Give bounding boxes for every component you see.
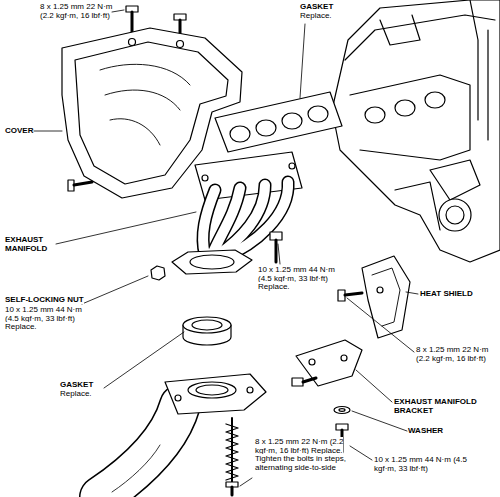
label-text: WASHER (408, 426, 443, 435)
label-text: 10 x 1.25 mm 44 N·m (4.5 kgf·m, 33 lbf·f… (374, 455, 467, 473)
label-text: 10 x 1.25 mm 44 N·m (4.5 kgf·m, 33 lbf·f… (5, 305, 82, 331)
part-name: HEAT SHIELD (420, 290, 496, 299)
label-text: 8 x 1.25 mm 22 N·m (2.2 kgf·m, 16 lbf·ft… (40, 2, 112, 20)
leader-lines (34, 10, 418, 486)
service-note: Replace. (300, 12, 360, 21)
label-text: EXHAUST MANIFOLD BRACKET (394, 397, 477, 415)
part-name: SELF-LOCKING NUT (5, 296, 95, 305)
label-text: GASKET (60, 380, 93, 389)
torque-spec: 8 x 1.25 mm 22 N·m (2.2 kgf·m, 16 lbf·ft… (255, 438, 367, 472)
heat-shield (338, 256, 410, 338)
label-text: HEAT SHIELD (420, 289, 473, 298)
service-note: Replace. (60, 390, 120, 399)
exhaust-pipe (100, 374, 266, 497)
label-text: Replace. (60, 389, 92, 398)
label-text: EXHAUST MANIFOLD (5, 235, 47, 253)
label-text: Replace. (300, 11, 332, 20)
pipe-gasket (183, 317, 231, 345)
manifold-bolt (270, 232, 282, 262)
head-gasket (215, 92, 342, 152)
torque-spec: 10 x 1.25 mm 44 N·m (4.5 kgf·m, 33 lbf·f… (5, 306, 89, 332)
spring-bolt (226, 418, 238, 495)
label-text: GASKET (300, 2, 333, 11)
engine-head (332, 0, 500, 262)
part-name: COVER (5, 127, 45, 136)
label-text: SELF-LOCKING NUT (5, 295, 84, 304)
torque-spec: 8 x 1.25 mm 22 N·m (2.2 kgf·m, 16 lbf·ft… (40, 3, 116, 20)
torque-spec: 10 x 1.25 mm 44 N·m (4.5 kgf·m, 33 lbf·f… (374, 456, 474, 473)
self-locking-nut (151, 266, 165, 280)
label-text: COVER (5, 126, 33, 135)
part-name: WASHER (408, 427, 468, 436)
part-name: EXHAUST MANIFOLD (5, 236, 61, 253)
torque-spec: 10 x 1.25 mm 44 N·m (4.5 kgf·m, 33 lbf·f… (258, 266, 344, 292)
part-name: EXHAUST MANIFOLD BRACKET (394, 398, 494, 415)
label-text: 10 x 1.25 mm 44 N·m (4.5 kgf·m, 33 lbf·f… (258, 265, 335, 291)
label-text: 8 x 1.25 mm 22 N·m (2.2 kgf·m, 16 lbf·ft… (416, 345, 488, 363)
torque-spec: 8 x 1.25 mm 22 N·m (2.2 kgf·m, 16 lbf·ft… (416, 346, 496, 363)
label-text: 8 x 1.25 mm 22 N·m (2.2 kgf·m, 16 lbf·ft… (255, 437, 346, 472)
manifold-bracket (292, 340, 362, 386)
